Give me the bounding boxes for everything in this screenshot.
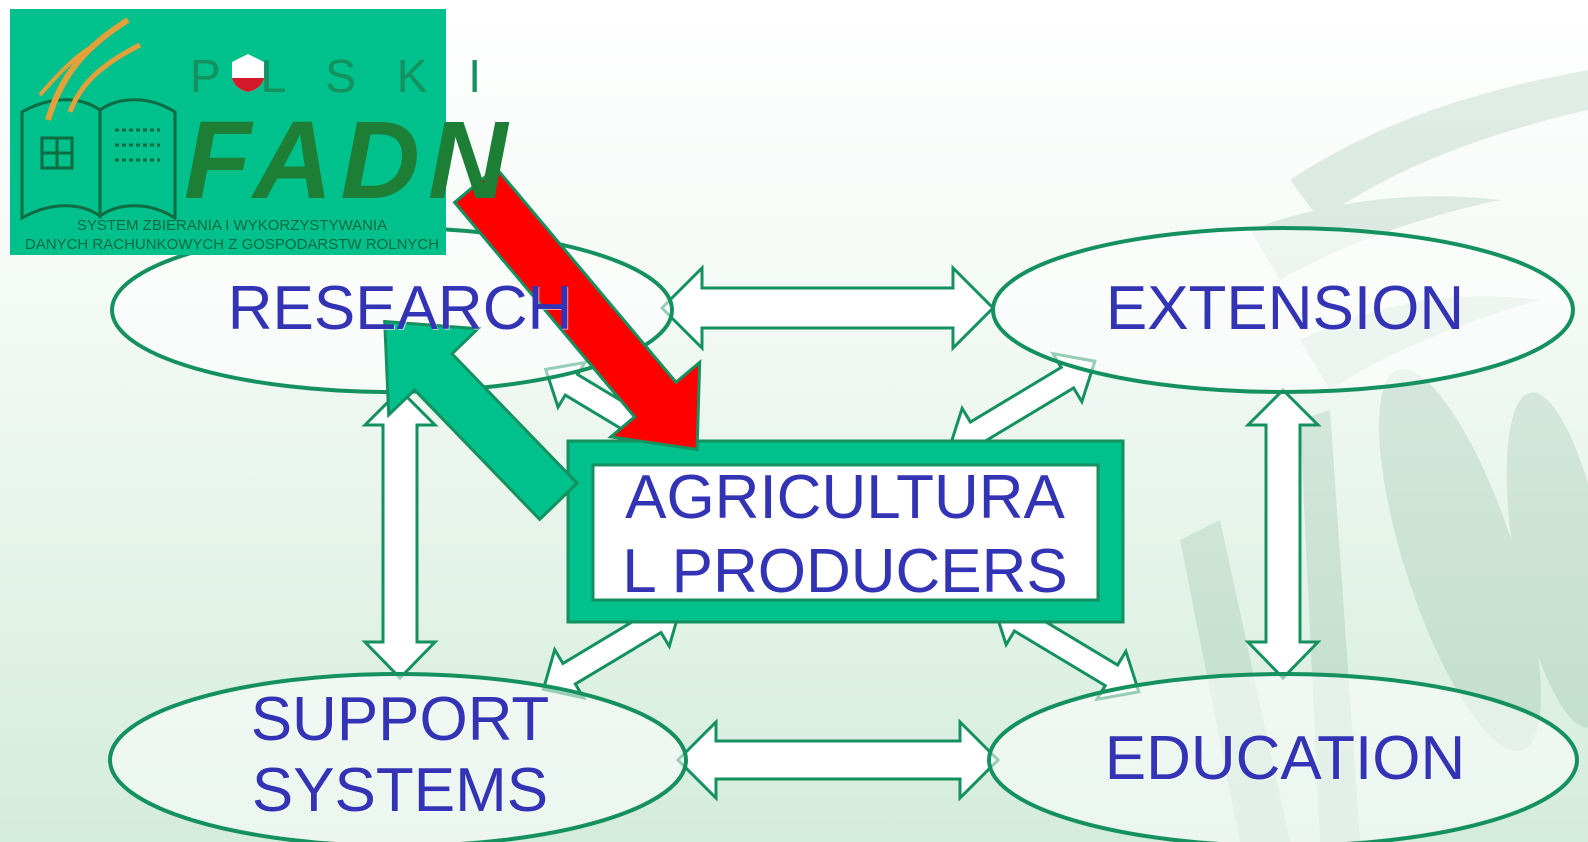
education-node bbox=[987, 672, 1579, 842]
polski-fadn-logo: P L S K I FADN SYSTEM ZBIERANIA I WYKORZ… bbox=[10, 9, 515, 255]
support-systems-label-line2: SYSTEMS bbox=[251, 756, 549, 825]
logo-tagline-line2: DANYCH RACHUNKOWYCH Z GOSPODARSTW ROLNYC… bbox=[25, 236, 439, 253]
education-label: EDUCATION bbox=[1104, 724, 1466, 793]
polish-flag-shield-icon bbox=[232, 54, 264, 92]
producers-label-line2: L PRODUCERS bbox=[622, 537, 1068, 606]
research-label: RESEARCH bbox=[227, 274, 573, 343]
support-systems-label-line1: SUPPORT bbox=[250, 685, 550, 754]
producers-label-line1: AGRICULTURA bbox=[625, 463, 1065, 532]
extension-label: EXTENSION bbox=[1105, 274, 1465, 343]
logo-tagline-line1: SYSTEM ZBIERANIA I WYKORZYSTYWANIA bbox=[77, 217, 387, 234]
agricultural-producers-node bbox=[566, 439, 1125, 624]
logo-brand-top: P L S K I bbox=[190, 50, 495, 102]
teal-arrow-to-research bbox=[383, 319, 580, 522]
red-arrow-to-producers bbox=[452, 165, 702, 452]
extension-node bbox=[991, 226, 1575, 394]
open-book-wheat-icon bbox=[20, 17, 177, 221]
logo-brand-main: FADN bbox=[184, 99, 515, 222]
support-systems-node bbox=[108, 672, 688, 842]
